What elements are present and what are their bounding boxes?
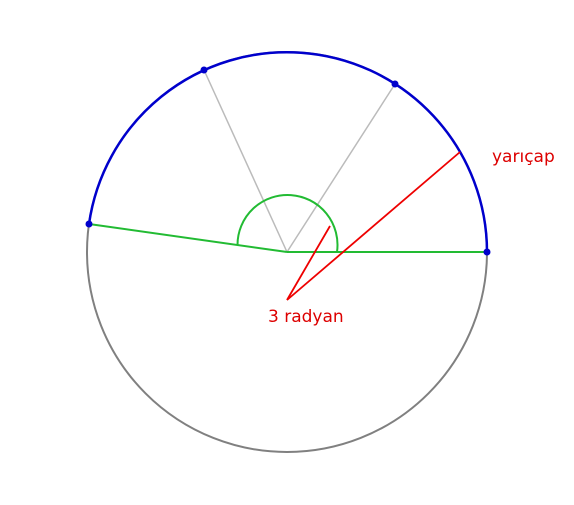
angle-ray-end [88,223,288,253]
arc-point-2 [200,66,208,74]
division-line-2-radian [203,69,288,253]
radius-label: yarıçap [492,147,555,167]
division-line-1-radian [286,83,396,253]
radian-arc [87,50,489,253]
arc-point-1 [391,80,399,88]
arc-point-0 [483,248,491,256]
arc-point-3 [85,220,93,228]
angle-pointer-line [286,225,331,301]
angle-arc [236,194,339,253]
radius-line [286,151,461,301]
angle-label: 3 radyan [268,307,344,327]
